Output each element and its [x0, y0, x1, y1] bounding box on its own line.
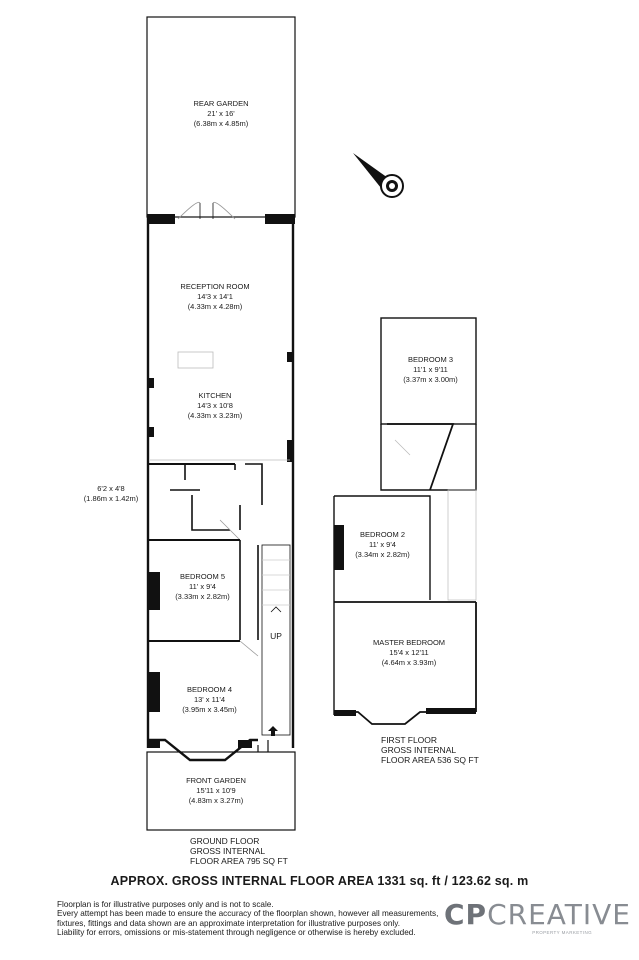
kitchen-label: KITCHEN 14'3 x 10'8 (4.33m x 3.23m) — [165, 391, 265, 421]
disclaimer-line: Floorplan is for illustrative purposes o… — [57, 900, 274, 909]
master-bedroom-name: MASTER BEDROOM — [372, 638, 446, 647]
disclaimer-line: Liability for errors, omissions or mis-s… — [57, 928, 416, 938]
disclaimer-line: Every attempt has been made to ensure th… — [57, 909, 439, 919]
stairs-up-text: UP — [270, 631, 282, 641]
first-floor-line1: FIRST FLOOR — [381, 735, 438, 745]
bedroom2-label: BEDROOM 2 11' x 9'4 (3.34m x 2.82m) — [345, 530, 420, 560]
ground-stairs — [261, 544, 291, 736]
bedroom4-imperial: 13' x 11'4 — [193, 695, 226, 704]
logo-creative: CREATIVE — [487, 898, 631, 931]
rear-garden-label: REAR GARDEN 21' x 16' (6.38m x 4.85m) — [171, 99, 271, 129]
front-garden-metric: (4.83m x 3.27m) — [188, 796, 244, 805]
french-doors — [177, 201, 236, 220]
utility-imperial: 6'2 x 4'8 — [97, 484, 125, 493]
rear-wall-right — [265, 214, 295, 224]
first-floor-caption: FIRST FLOOR GROSS INTERNAL FLOOR AREA 53… — [381, 735, 479, 765]
first-floor-plan — [333, 317, 477, 725]
rear-garden-name: REAR GARDEN — [193, 99, 249, 108]
kitchen-island — [177, 351, 214, 369]
ground-floor-line1: GROUND FLOOR — [190, 836, 260, 846]
reception-room-imperial: 14'3 x 14'1 — [197, 292, 233, 301]
rear-wall-left — [147, 214, 175, 224]
logo-tagline: PROPERTY MARKETING — [532, 930, 592, 935]
reception-room-metric: (4.33m x 4.28m) — [187, 302, 243, 311]
disclaimer: Floorplan is for illustrative purposes o… — [57, 900, 438, 938]
utility-label: 6'2 x 4'8 (1.86m x 1.42m) — [76, 484, 146, 504]
logo-cp: CP — [444, 898, 488, 931]
kitchen-name: KITCHEN — [198, 391, 232, 400]
ground-floor-outer-wall — [146, 217, 295, 748]
bedroom3-metric: (3.37m x 3.00m) — [403, 375, 458, 384]
ground-floor-caption: GROUND FLOOR GROSS INTERNAL FLOOR AREA 7… — [190, 836, 288, 866]
bedroom4-label: BEDROOM 4 13' x 11'4 (3.95m x 3.45m) — [172, 685, 247, 715]
rear-garden-imperial: 21' x 16' — [207, 109, 235, 118]
bedroom4-chimney — [148, 672, 160, 712]
master-bedroom-imperial: 15'4 x 12'11 — [389, 648, 429, 657]
bathroom-wall — [387, 423, 455, 491]
bedroom3-imperial: 11'1 x 9'11 — [413, 365, 448, 374]
bedroom5-name: BEDROOM 5 — [179, 572, 225, 581]
ground-floor-line3: FLOOR AREA 795 SQ FT — [190, 856, 288, 866]
bedroom4-metric: (3.95m x 3.45m) — [182, 705, 237, 714]
total-floor-area: APPROX. GROSS INTERNAL FLOOR AREA 1331 s… — [110, 874, 529, 888]
bedroom2-chimney — [334, 525, 344, 570]
first-floor-line3: FLOOR AREA 536 SQ FT — [381, 755, 479, 765]
kitchen-metric: (4.33m x 3.23m) — [187, 411, 243, 420]
bedroom2-imperial: 11' x 9'4 — [369, 540, 396, 549]
hallway-wall — [239, 540, 259, 640]
bedroom3-label: BEDROOM 3 11'1 x 9'11 (3.37m x 3.00m) — [393, 355, 468, 385]
landing-stairs — [447, 489, 477, 601]
rear-garden-boundary — [146, 16, 296, 218]
kitchen-imperial: 14'3 x 10'8 — [197, 401, 233, 410]
front-garden-name: FRONT GARDEN — [186, 776, 246, 785]
master-bedroom-metric: (4.64m x 3.93m) — [381, 658, 437, 667]
bedroom5-label: BEDROOM 5 11' x 9'4 (3.33m x 2.82m) — [165, 572, 240, 602]
front-garden-label: FRONT GARDEN 15'11 x 10'9 (4.83m x 3.27m… — [171, 776, 261, 806]
chimney-breast — [287, 352, 293, 362]
logo-wordmark: CPCREATIVE — [444, 898, 630, 931]
reception-room-label: RECEPTION ROOM 14'3 x 14'1 (4.33m x 4.28… — [165, 282, 265, 312]
ground-floor-line2: GROSS INTERNAL — [190, 846, 266, 856]
bedroom4-name: BEDROOM 4 — [186, 685, 232, 694]
utility-metric: (1.86m x 1.42m) — [83, 494, 139, 503]
bedroom2-name: BEDROOM 2 — [359, 530, 405, 539]
ground-floor-plan — [146, 16, 296, 831]
first-floor-line2: GROSS INTERNAL — [381, 745, 457, 755]
disclaimer-line: fixtures, fittings and data shown are an… — [57, 918, 400, 928]
bedroom5-metric: (3.33m x 2.82m) — [175, 592, 230, 601]
compass-icon — [353, 153, 404, 198]
reception-room-name: RECEPTION ROOM — [180, 282, 250, 291]
rear-garden-metric: (6.38m x 4.85m) — [193, 119, 249, 128]
bedroom3-name: BEDROOM 3 — [407, 355, 453, 364]
master-bedroom-label: MASTER BEDROOM 15'4 x 12'11 (4.64m x 3.9… — [359, 638, 459, 668]
stairs-up-label: UP — [266, 631, 286, 641]
front-garden-boundary — [146, 751, 296, 831]
bedroom5-chimney — [148, 572, 160, 610]
front-garden-imperial: 15'11 x 10'9 — [196, 786, 236, 795]
company-logo: CPCREATIVE PROPERTY MARKETING — [444, 898, 630, 936]
bedroom2-metric: (3.34m x 2.82m) — [355, 550, 410, 559]
bedroom5-imperial: 11' x 9'4 — [189, 582, 216, 591]
entrance-arrow-icon — [268, 726, 278, 736]
